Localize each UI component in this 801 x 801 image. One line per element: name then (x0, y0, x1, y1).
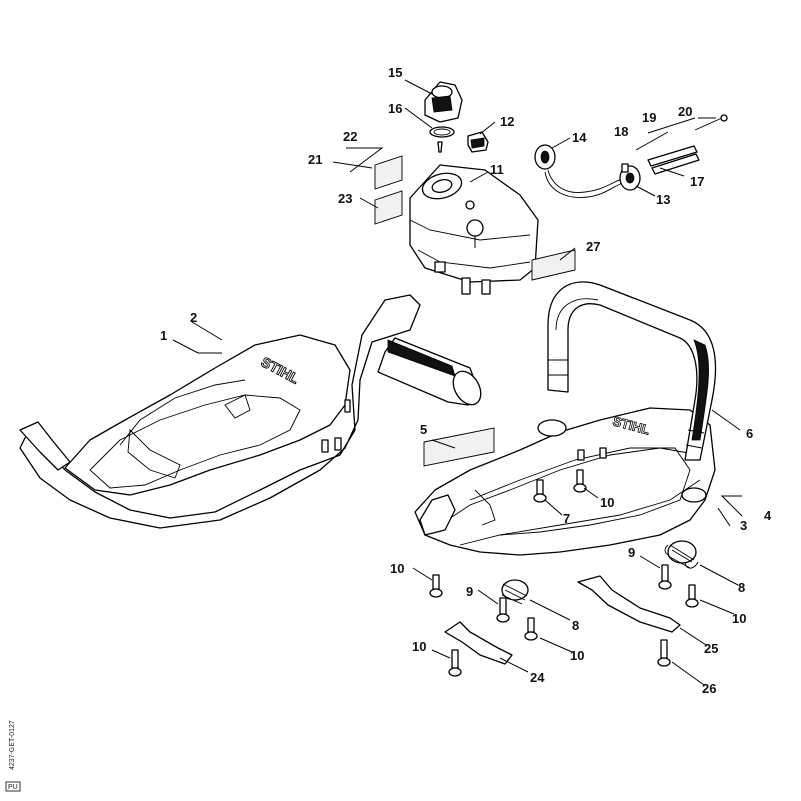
callout-10-left: 10 (390, 561, 404, 576)
callout-15: 15 (388, 65, 402, 80)
callout-13: 13 (656, 192, 670, 207)
label-stickers (374, 155, 403, 225)
callout-12: 12 (500, 114, 514, 129)
front-housing: STIHL (414, 407, 716, 556)
drawing-code: 4237-GET-0127 (9, 720, 16, 770)
grommet (619, 163, 641, 191)
fuel-filter (467, 131, 489, 153)
callout-19: 19 (642, 110, 656, 125)
fuel-line-tubes (647, 114, 728, 175)
callout-10-center: 10 (600, 495, 614, 510)
corner-mark: PU (8, 784, 18, 791)
primer-bulb (534, 144, 626, 198)
bracket-25 (577, 575, 681, 633)
callout-10-bottom: 10 (412, 639, 426, 654)
callout-24: 24 (530, 670, 545, 685)
callout-21: 21 (308, 152, 322, 167)
callout-17: 17 (690, 174, 704, 189)
callout-6: 6 (746, 426, 753, 441)
callout-10-middle: 10 (570, 648, 584, 663)
callout-20: 20 (678, 104, 692, 119)
callout-1: 1 (160, 328, 167, 343)
callout-22: 22 (343, 129, 357, 144)
callout-9-left: 9 (466, 584, 473, 599)
callout-5: 5 (420, 422, 427, 437)
screws (429, 469, 699, 677)
callout-9-right: 9 (628, 545, 635, 560)
callout-16: 16 (388, 101, 402, 116)
callout-4: 4 (764, 508, 772, 523)
callout-8-lower: 8 (572, 618, 579, 633)
callout-3: 3 (740, 518, 747, 533)
callout-numbers: 1 2 3 4 5 6 7 8 8 9 9 10 10 10 10 10 11 … (160, 65, 772, 696)
vibration-spring-lower (501, 579, 529, 605)
vibration-spring-upper (664, 540, 699, 569)
callout-18: 18 (614, 124, 628, 139)
callout-23: 23 (338, 191, 352, 206)
label-sticker-5 (423, 427, 495, 467)
rear-handle-housing: STIHL (19, 294, 482, 529)
corner-mark-box (5, 781, 21, 792)
loop-handle (547, 281, 717, 461)
fuel-tank (409, 164, 539, 295)
fuel-cap (424, 81, 463, 123)
callout-2: 2 (190, 310, 197, 325)
leader-lines (172, 79, 743, 686)
callout-27: 27 (586, 239, 600, 254)
label-sticker-27 (531, 249, 576, 281)
callout-14: 14 (572, 130, 587, 145)
callout-11: 11 (490, 162, 504, 177)
callout-7: 7 (563, 511, 570, 526)
callout-25: 25 (704, 641, 718, 656)
callout-8-upper: 8 (738, 580, 745, 595)
o-ring (429, 126, 455, 153)
callout-26: 26 (702, 681, 716, 696)
callout-10-right: 10 (732, 611, 746, 626)
bracket-24 (444, 621, 513, 665)
